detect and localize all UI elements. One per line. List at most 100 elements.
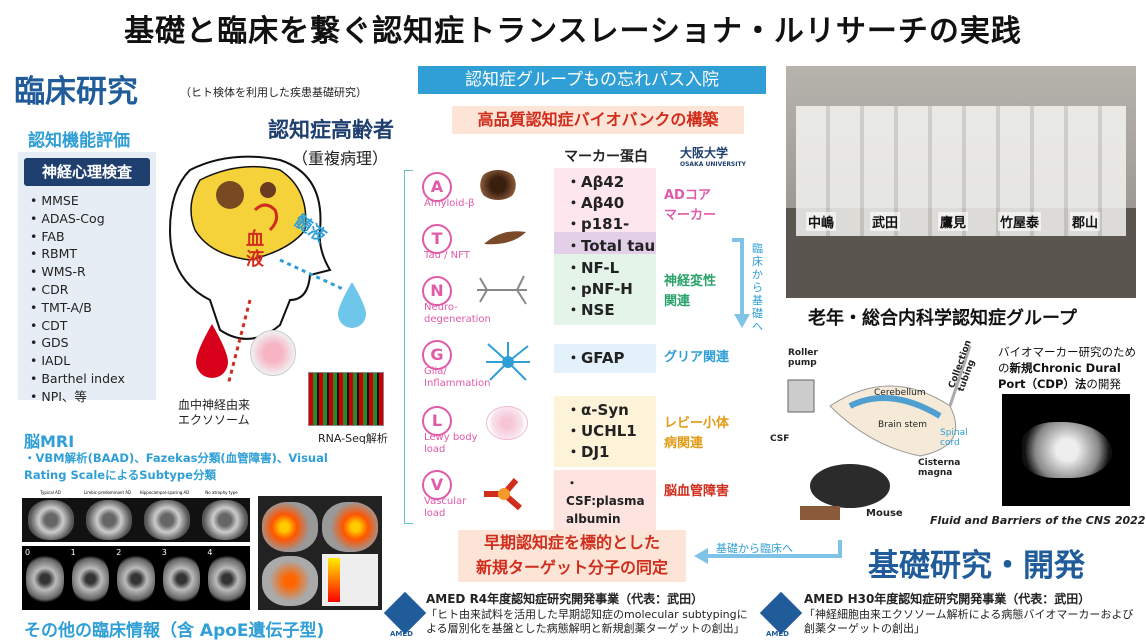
mri-slice-number: 1 — [70, 548, 76, 557]
test-item: GDS — [30, 334, 125, 352]
elderly-patient-title: 認知症高齢者 — [268, 118, 394, 142]
mri-detail: ・VBM解析(BAAD)、Fazekas分類(血管障害)、Visual Rati… — [24, 451, 328, 482]
diagram-spinal-cord: Spinal cord — [940, 428, 968, 448]
clinical-research-title: 臨床研究 — [14, 74, 138, 110]
mri-slice — [26, 554, 64, 604]
category-label: Vascular load — [424, 496, 467, 519]
mri-slice — [71, 554, 110, 604]
test-item: MMSE — [30, 192, 125, 210]
csf-drop-icon — [338, 282, 366, 328]
diagram-cisterna-magna: Cisterna magna — [918, 458, 961, 478]
cdp-description: バイオマーカー研究のための新規Chronic Dural Port（CDP）法の… — [998, 344, 1144, 392]
diagram-csf: CSF — [770, 434, 790, 444]
other-clinical-info: その他の臨床情報（含 ApoE遺伝子型) — [24, 621, 325, 641]
test-item: WMS-R — [30, 263, 125, 281]
mri-panel-label: No atrophy type — [205, 490, 238, 495]
exosome-label: 血中神経由来 エクソソーム — [178, 398, 251, 427]
category-letter-g: G — [422, 340, 452, 370]
cdp-text-b: の開発 — [1086, 377, 1121, 391]
marker-group-label: ADコア マーカー — [664, 188, 717, 223]
test-item: Barthel index — [30, 370, 125, 388]
marker-group-label: 脳血管障害 — [664, 484, 730, 499]
glia-icon — [484, 340, 532, 384]
person-name: 中嶋 — [806, 212, 837, 231]
category-bracket — [404, 170, 413, 524]
category-label: Tau / NFT — [424, 250, 470, 261]
clinical-to-basic-label: 臨床から基礎へ — [752, 242, 763, 333]
group-photo: 中嶋武田鷹見竹屋泰郡山 — [786, 66, 1136, 298]
basic-research-title: 基礎研究・開発 — [868, 548, 1085, 584]
marker-group-label: グリア関連 — [664, 350, 730, 365]
osaka-logo: 大阪大学 OSAKA UNIVERSITY — [680, 144, 746, 168]
cognitive-heading: 認知機能評価 — [28, 131, 130, 151]
amed-logo-icon — [383, 591, 427, 635]
marker-item: ・α-Syn — [566, 401, 629, 419]
mri-atrophy-images: Typical AD Limbic-predominant AD Hippocamp… — [22, 490, 250, 542]
vascular-icon — [480, 474, 528, 514]
test-item: TMT-A/B — [30, 299, 125, 317]
person-name: 鷹見 — [938, 212, 969, 231]
lewy-body-icon — [486, 406, 528, 440]
marker-protein-heading: マーカー蛋白 — [564, 149, 648, 165]
diagram-brain-stem: Brain stem — [878, 420, 927, 430]
mri-panel-label: Typical AD — [40, 490, 61, 495]
amed-logo-text: AMED — [766, 630, 789, 638]
marker-box: ・α-Syn・UCHL1・DJ1 — [554, 396, 656, 467]
test-item: IADL — [30, 352, 125, 370]
test-item: CDT — [30, 317, 125, 335]
mri-slice-number: 0 — [25, 548, 31, 557]
test-item: NPI、等 — [30, 388, 125, 406]
person-name: 郡山 — [1070, 212, 1101, 231]
amed-grant-2-body: 「神経細胞由来エクソソーム解析による病態バイオマーカーおよび創薬ターゲットの創出… — [804, 608, 1134, 635]
marker-item: ・Aβ42 — [566, 173, 625, 191]
rnaseq-heatmap — [308, 372, 384, 426]
basic-to-clinical-arrow — [694, 540, 842, 564]
person-name: 武田 — [870, 212, 901, 231]
target-molecule-box: 早期認知症を標的とした 新規ターゲット分子の同定 — [458, 530, 686, 582]
biobank-box: 高品質認知症バイオバンクの構築 — [452, 106, 744, 134]
neuron-icon — [472, 270, 532, 310]
marker-box: ・GFAP — [554, 344, 656, 373]
category-label: Lewy body load — [424, 432, 478, 455]
tau-tangle-icon — [482, 224, 528, 252]
marker-item: ・GFAP — [566, 349, 625, 367]
marker-item: ・NF-L — [566, 259, 620, 277]
amed-grant-1-body: 「ヒト由来試料を活用した早期認知症のmolecular subtypingによる… — [426, 608, 748, 635]
category-label: Glia/ Inflammation — [424, 366, 491, 389]
cdp-diagram: Roller pump CSF Collection tubing Cerebe… — [770, 339, 996, 522]
rnaseq-label: RNA-Seq解析 — [318, 432, 388, 445]
mri-heading: 脳MRI — [24, 432, 75, 451]
marker-item: ・Aβ40 — [566, 194, 625, 212]
group-path-pill: 認知症グループもの忘れパス入院 — [418, 66, 766, 94]
marker-group-label: レビー小体 病関連 — [664, 416, 730, 451]
mri-slice — [162, 554, 201, 604]
amed-logo-text: AMED — [390, 630, 413, 638]
diagram-roller-pump: Roller pump — [788, 348, 818, 368]
amed-grant-2: AMED AMED H30年度認知症研究開発事業（代表：武田） 「神経細胞由来エ… — [759, 590, 1140, 640]
patient-head-illustration — [168, 155, 346, 386]
test-item: CDR — [30, 281, 125, 299]
marker-box: ・NF-L・pNF-H・NSE — [554, 254, 656, 325]
vbm-heatmap-image — [258, 496, 382, 610]
category-letter-n: N — [422, 276, 452, 306]
marker-item: ・DJ1 — [566, 443, 610, 461]
marker-item: ・Total tau — [566, 237, 656, 255]
basic-to-clinical-label: 基礎から臨床へ — [716, 542, 793, 555]
test-item: ADAS-Cog — [30, 210, 125, 228]
marker-item: ・pNF-H — [566, 280, 633, 298]
category-letter-v: V — [422, 470, 452, 500]
neuropsych-test-label: 神経心理検査 — [24, 158, 150, 186]
test-item: RBMT — [30, 245, 125, 263]
elderly-patient-subtitle: （重複病理） — [292, 149, 389, 168]
group-photo-caption: 老年・総合内科学認知症グループ — [808, 308, 1077, 329]
amed-grant-1: AMED AMED R4年度認知症研究開発事業（代表：武田） 「ヒト由来試料を活… — [383, 590, 756, 640]
mri-panel-label: Limbic-predominant AD — [83, 490, 132, 495]
mri-panel-label: Hippocampal-sparing AD — [139, 490, 190, 495]
marker-group-label: 神経変性 関連 — [664, 274, 717, 309]
category-letter-a: A — [422, 172, 452, 202]
mri-slice — [208, 554, 246, 604]
cdp-bold: 新規Chronic Dural Port（CDP）法 — [998, 361, 1121, 391]
diagram-mouse: Mouse — [866, 508, 903, 519]
amed-logo-icon — [759, 591, 803, 635]
